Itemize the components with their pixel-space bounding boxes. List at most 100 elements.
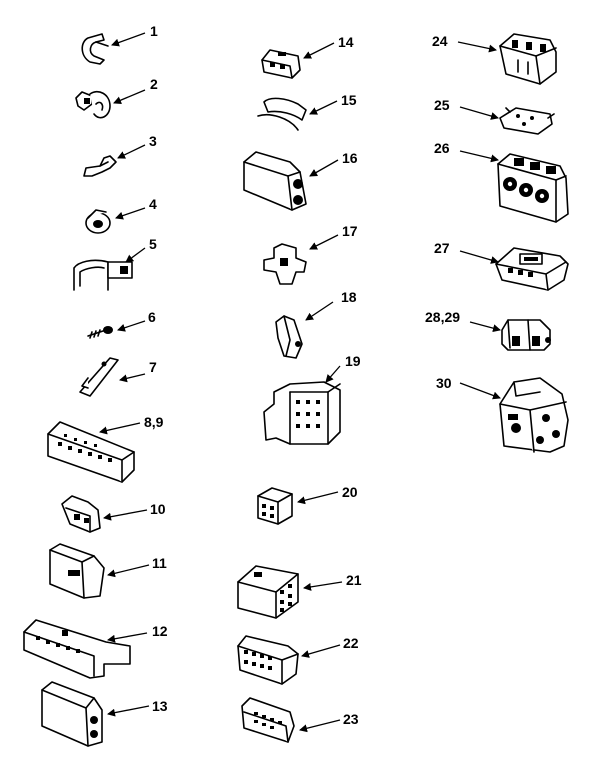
- part-21: 21: [237, 565, 362, 619]
- leader-line: [305, 301, 334, 321]
- part-label: 28,29: [425, 309, 460, 325]
- part-3: 3: [83, 133, 157, 177]
- part-label: 16: [342, 150, 358, 166]
- part-label: 1: [150, 23, 158, 39]
- part-4: 4: [85, 196, 157, 234]
- part-15: 15: [257, 92, 357, 131]
- leader-line: [457, 41, 497, 53]
- part-label: 10: [150, 501, 166, 517]
- part-label: 7: [149, 359, 157, 375]
- part-12: 12: [23, 619, 168, 679]
- part-10: 10: [61, 495, 166, 533]
- part-label: 5: [149, 236, 157, 252]
- leader-line: [117, 144, 146, 159]
- part-5: 5: [73, 236, 157, 291]
- connector-block-icon: [257, 487, 293, 525]
- part-label: 11: [152, 555, 167, 571]
- leader-line: [301, 644, 341, 658]
- cable-clamp-icon: [73, 259, 133, 291]
- part-label: 2: [150, 76, 158, 92]
- connector-icon: [61, 495, 101, 533]
- connector-housing-icon: [243, 151, 307, 211]
- connector-icon: [263, 243, 307, 285]
- part-23: 23: [241, 697, 359, 743]
- part-30: 30: [436, 375, 569, 453]
- multi-pin-connector-icon: [237, 635, 299, 685]
- leader-line: [297, 491, 339, 505]
- terminal-icon: [501, 319, 551, 351]
- leader-line: [107, 632, 148, 643]
- part-label: 26: [434, 140, 450, 156]
- part-label: 8,9: [144, 414, 164, 430]
- leader-line: [103, 509, 148, 521]
- part-20: 20: [257, 484, 358, 525]
- part-label: 18: [341, 289, 357, 305]
- bracket-icon: [499, 107, 555, 135]
- switch-assembly-icon: [497, 153, 569, 223]
- switch-block-icon: [499, 377, 569, 453]
- part-11: 11: [49, 543, 167, 599]
- part-1: 1: [81, 23, 158, 65]
- part-13: 13: [41, 681, 168, 747]
- part-8-9: 8,9: [47, 414, 164, 483]
- part-label: 30: [436, 375, 452, 391]
- part-label: 25: [434, 97, 450, 113]
- connector-housing-icon: [41, 681, 103, 747]
- part-16: 16: [243, 150, 358, 211]
- part-label: 12: [152, 623, 168, 639]
- multi-pin-connector-icon: [263, 381, 341, 445]
- leader-line: [459, 250, 499, 264]
- screw-icon: [87, 326, 113, 339]
- part-24: 24: [432, 33, 557, 85]
- part-7: 7: [79, 357, 157, 397]
- part-label: 17: [342, 223, 358, 239]
- leader-line: [459, 150, 499, 163]
- leader-line: [113, 89, 146, 104]
- retainer-icon: [79, 357, 119, 397]
- part-label: 24: [432, 33, 448, 49]
- leader-line: [459, 106, 499, 120]
- leader-line: [111, 32, 146, 47]
- leader-line: [303, 581, 343, 591]
- connector-housing-icon: [47, 421, 135, 483]
- part-label: 22: [343, 635, 359, 651]
- part-label: 13: [152, 698, 168, 714]
- part-label: 4: [149, 196, 157, 212]
- connector-icon: [495, 247, 569, 291]
- leader-line: [309, 234, 339, 250]
- leader-line: [117, 320, 146, 332]
- part-18: 18: [275, 289, 357, 359]
- terminal-block-icon: [499, 33, 557, 85]
- part-label: 20: [342, 484, 358, 500]
- part-label: 21: [346, 572, 362, 588]
- leader-line: [309, 159, 339, 177]
- part-label: 14: [338, 34, 354, 50]
- part-label: 19: [345, 353, 361, 369]
- leader-line: [469, 321, 501, 333]
- part-label: 23: [343, 711, 359, 727]
- leader-line: [99, 422, 141, 435]
- part-6: 6: [87, 309, 156, 339]
- part-17: 17: [263, 223, 358, 285]
- part-22: 22: [237, 635, 359, 685]
- leader-line: [115, 207, 146, 220]
- part-14: 14: [261, 34, 354, 79]
- terminal-icon: [275, 315, 303, 359]
- connector-header-icon: [241, 697, 295, 743]
- connector-block-icon: [237, 565, 299, 619]
- clip-icon: [257, 97, 307, 131]
- leader-line: [107, 564, 150, 578]
- leader-line: [303, 42, 335, 59]
- leader-line: [107, 705, 150, 717]
- clip-icon: [81, 33, 109, 65]
- leader-line: [325, 365, 341, 383]
- part-label: 15: [341, 92, 357, 108]
- terminal-strip-icon: [23, 619, 131, 679]
- leader-line: [119, 373, 146, 383]
- part-label: 6: [148, 309, 156, 325]
- part-label: 3: [149, 133, 157, 149]
- leader-line: [459, 382, 501, 400]
- part-27: 27: [434, 240, 569, 291]
- part-25: 25: [434, 97, 555, 135]
